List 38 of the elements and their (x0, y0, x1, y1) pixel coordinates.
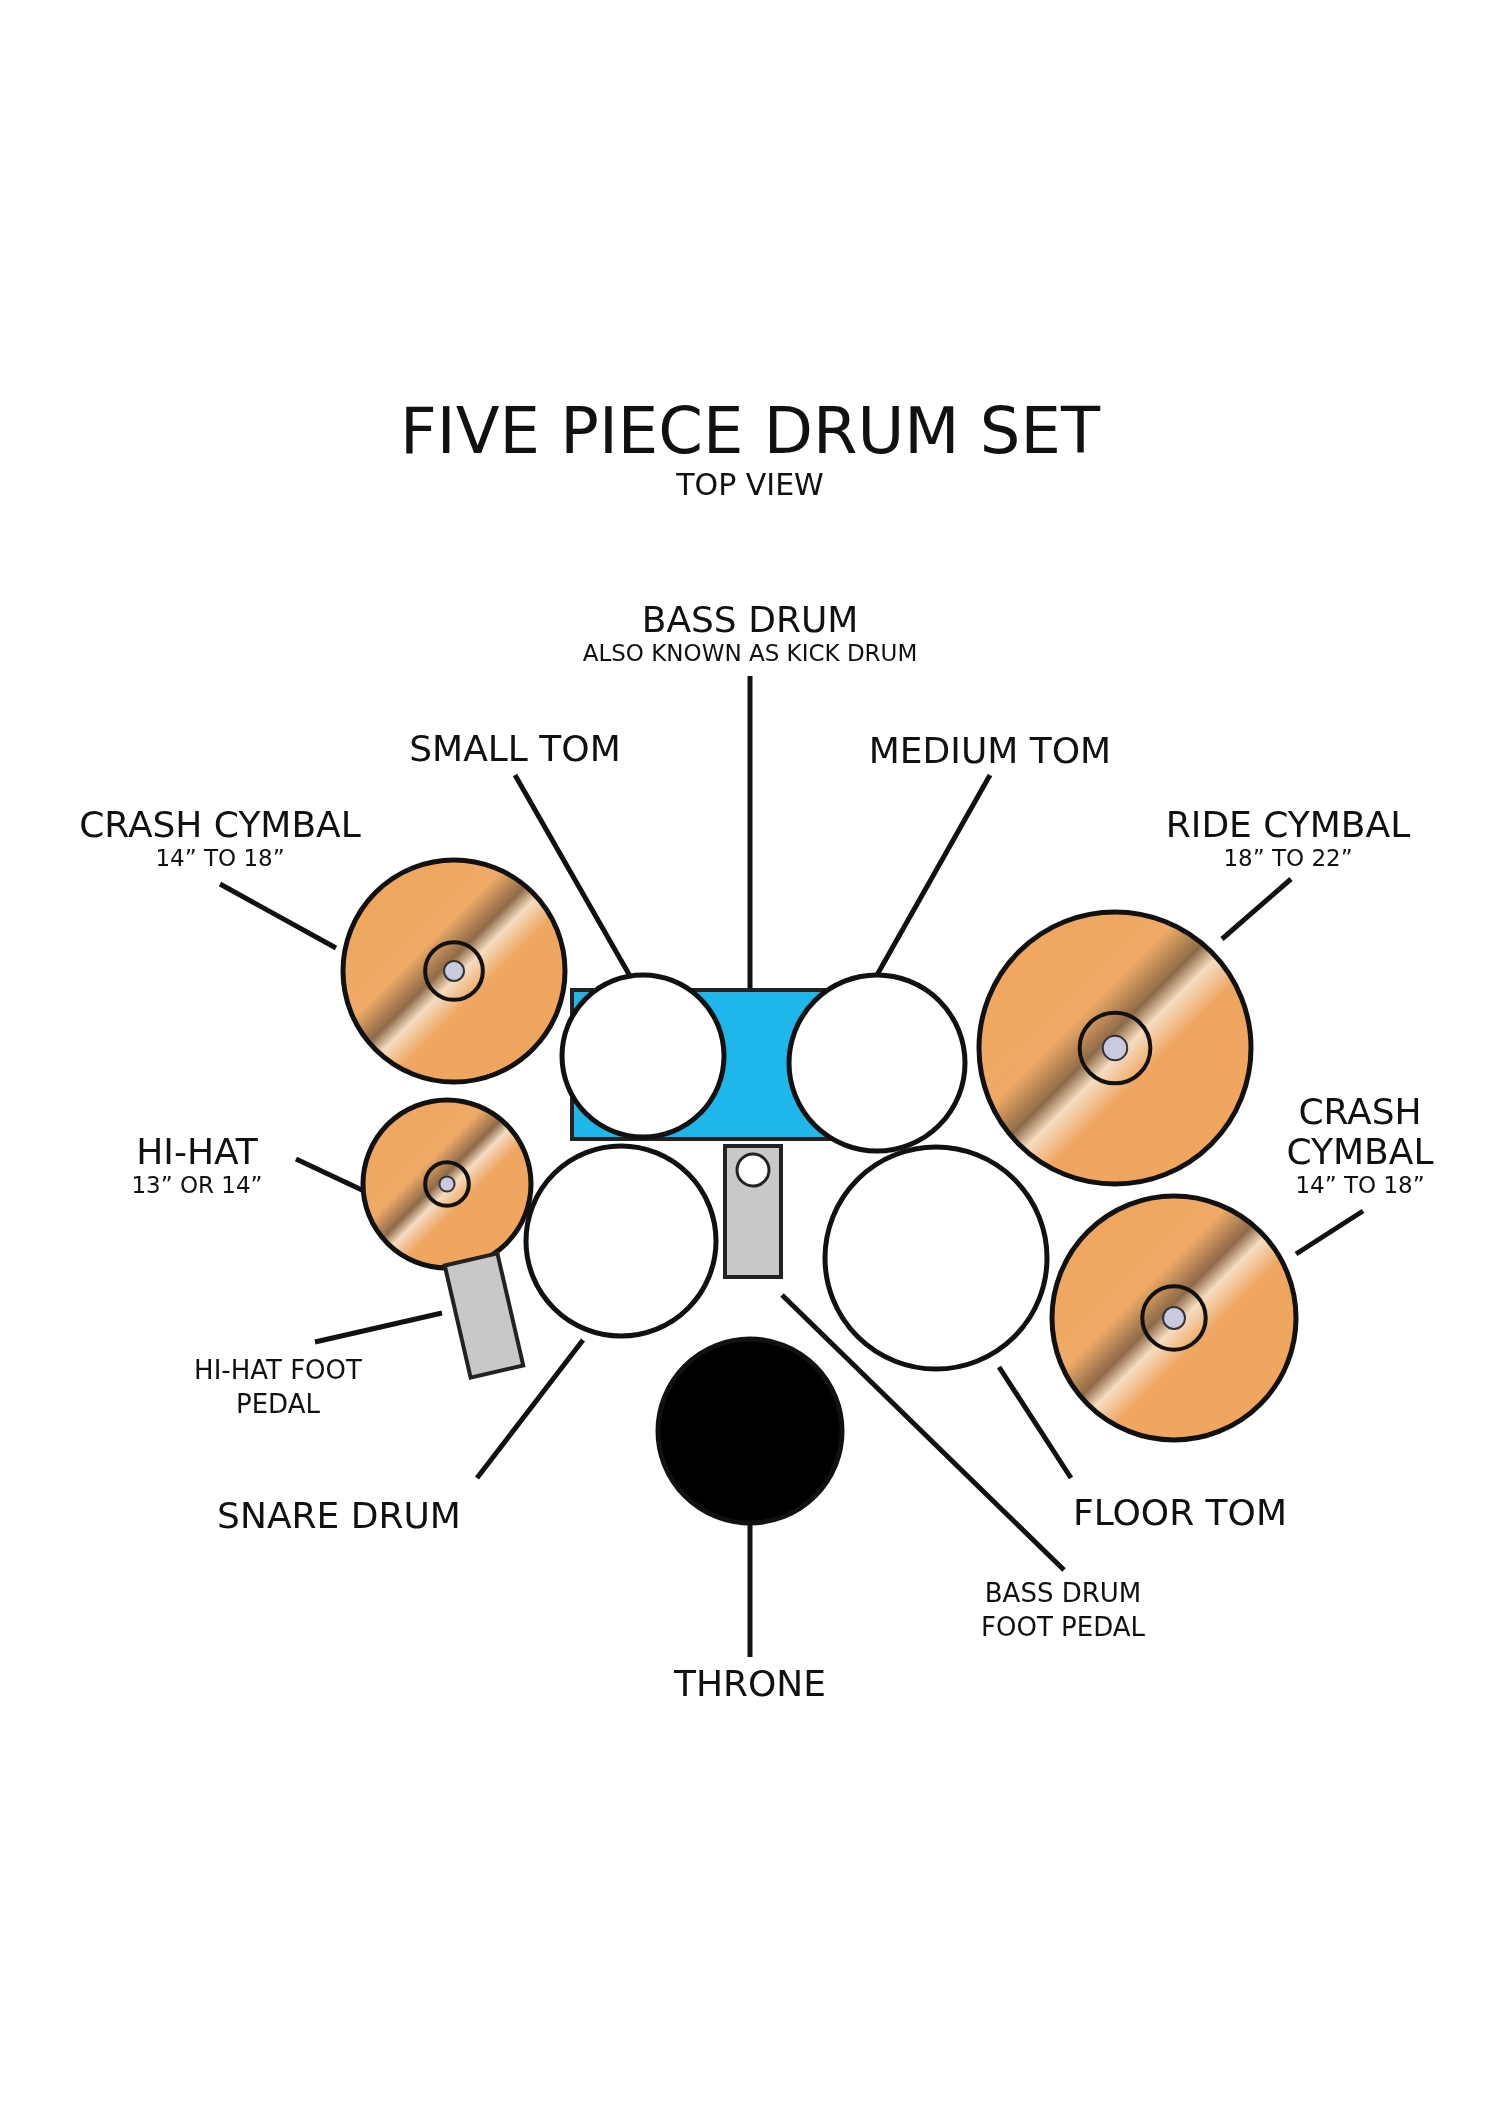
part-label: SMALL TOM (365, 729, 665, 769)
leader-line (996, 1365, 1074, 1480)
leader-line (747, 676, 753, 990)
drum-circle (822, 1144, 1050, 1372)
size-label: ALSO KNOWN AS KICK DRUM (581, 640, 919, 666)
drum-circle (559, 972, 727, 1140)
cymbal-drawing (360, 1097, 534, 1271)
title: FIVE PIECE DRUM SET (399, 395, 1102, 467)
drum-circle (786, 972, 968, 1154)
size-label: 14” TO 18” (1294, 1172, 1426, 1198)
leader-line (1220, 877, 1293, 941)
part-label: SNARE DRUM (179, 1496, 499, 1536)
subtitle: TOP VIEW (675, 468, 825, 502)
throne-seat (655, 1336, 845, 1526)
drum-circle (523, 1143, 719, 1339)
size-label: 14” TO 18” (154, 845, 286, 871)
leader-line (747, 1523, 753, 1657)
part-label: HI-HAT FOOT PEDAL (178, 1353, 378, 1421)
part-label: BASS DRUM (640, 600, 860, 640)
size-label: 13” OR 14” (130, 1172, 264, 1198)
part-label: BASS DRUM FOOT PEDAL (963, 1576, 1163, 1644)
leader-line (314, 1310, 443, 1345)
part-label: RIDE CYMBAL (1164, 805, 1412, 845)
part-label: CRASH CYMBAL (78, 805, 362, 845)
part-label: CRASH CYMBAL (1285, 1092, 1435, 1172)
cymbal-drawing (1049, 1193, 1299, 1443)
cymbal-drawing (340, 857, 568, 1085)
leader-line (780, 1293, 1066, 1572)
leader-line (218, 881, 338, 951)
leader-line (1294, 1208, 1365, 1257)
part-label: FLOOR TOM (1030, 1493, 1330, 1533)
part-label: MEDIUM TOM (830, 731, 1150, 771)
part-label: THRONE (640, 1664, 860, 1704)
size-label: 18” TO 22” (1222, 845, 1354, 871)
leader-line (475, 1338, 585, 1480)
pedal-drawing (723, 1144, 783, 1279)
cymbal-drawing (976, 909, 1254, 1187)
part-label: HI-HAT (135, 1132, 259, 1172)
